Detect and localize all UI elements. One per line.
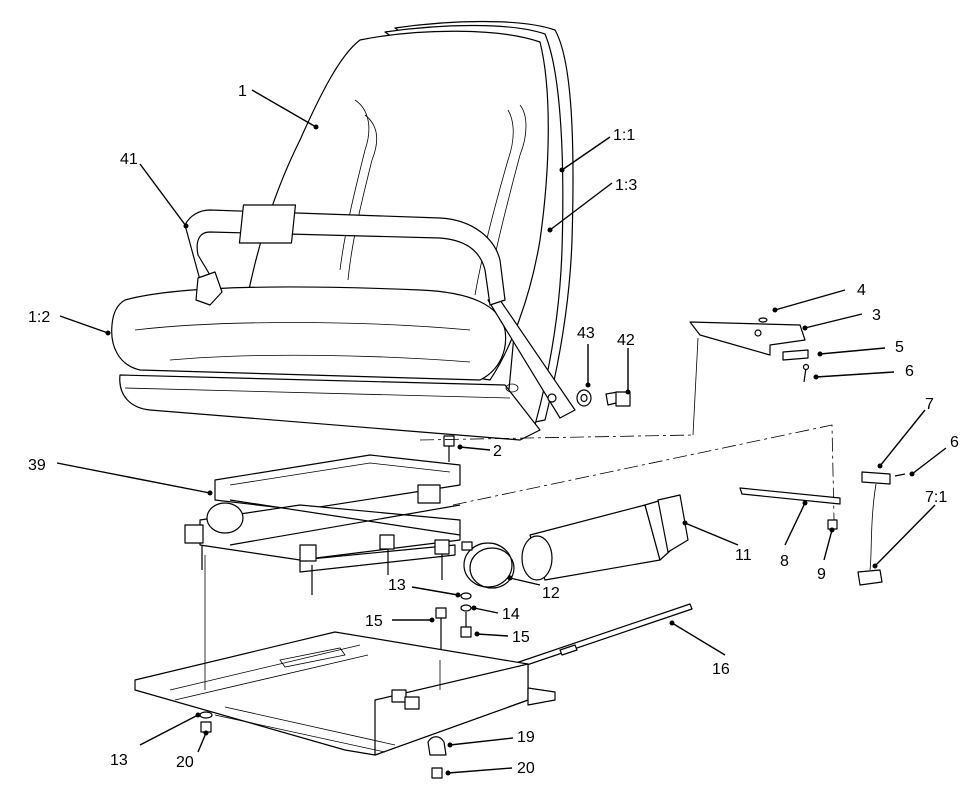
callout-5: 5 — [895, 339, 904, 356]
bracket-3 — [689, 321, 806, 356]
callout-6-upper: 6 — [905, 363, 914, 380]
cylinder-11 — [521, 494, 689, 581]
callout-1-1: 1:1 — [613, 127, 635, 144]
callout-1-2: 1:2 — [28, 309, 50, 326]
bolt-42 — [605, 391, 631, 407]
screw-6-upper — [802, 363, 810, 383]
callout-8: 8 — [780, 553, 789, 570]
callout-39: 39 — [28, 457, 46, 474]
clamp-12 — [461, 541, 515, 589]
callout-43: 43 — [577, 325, 595, 342]
nut-20-right — [431, 767, 443, 779]
callout-7: 7 — [925, 396, 934, 413]
callout-9: 9 — [817, 566, 826, 583]
clip-19 — [427, 736, 447, 756]
callouts: 1 41 1:1 1:3 1:2 4 3 43 42 5 6 2 — [28, 83, 959, 777]
callout-13-upper: 13 — [388, 577, 406, 594]
washer-13-upper — [460, 592, 472, 600]
callout-6-lower: 6 — [950, 434, 959, 451]
callout-13-lower: 13 — [110, 752, 128, 769]
callout-42: 42 — [617, 332, 635, 349]
callout-41: 41 — [120, 151, 138, 168]
screw-6-lower — [894, 473, 906, 477]
callout-16: 16 — [712, 661, 730, 678]
washer-43 — [576, 389, 592, 407]
callout-11: 11 — [735, 547, 752, 564]
seat-suspension — [184, 454, 461, 595]
switch-7 — [861, 471, 891, 571]
washer-14 — [460, 604, 472, 612]
screw-4 — [758, 317, 768, 323]
callout-2: 2 — [493, 443, 502, 460]
bracket-8 — [739, 487, 841, 505]
callout-14: 14 — [502, 606, 520, 623]
seat-belt — [184, 204, 506, 306]
callout-15-left: 15 — [365, 613, 383, 630]
callout-1: 1 — [238, 83, 247, 100]
callout-3: 3 — [872, 307, 881, 324]
base-plate — [134, 555, 556, 756]
callout-20-right: 20 — [517, 760, 535, 777]
washer-13-lower — [199, 711, 213, 719]
callout-20-left: 20 — [176, 754, 194, 771]
callout-1-3: 1:3 — [615, 177, 637, 194]
bolt-2 — [443, 435, 455, 462]
callout-15-right: 15 — [512, 629, 530, 646]
connector-7-1 — [857, 569, 883, 586]
switch-5 — [782, 349, 809, 361]
rod-16 — [509, 603, 693, 671]
callout-4: 4 — [857, 282, 866, 299]
seat-assembly — [111, 20, 576, 441]
callout-12: 12 — [542, 585, 560, 602]
callout-19: 19 — [517, 729, 535, 746]
callout-7-1: 7:1 — [925, 489, 947, 506]
bolt-15-right — [460, 612, 472, 638]
